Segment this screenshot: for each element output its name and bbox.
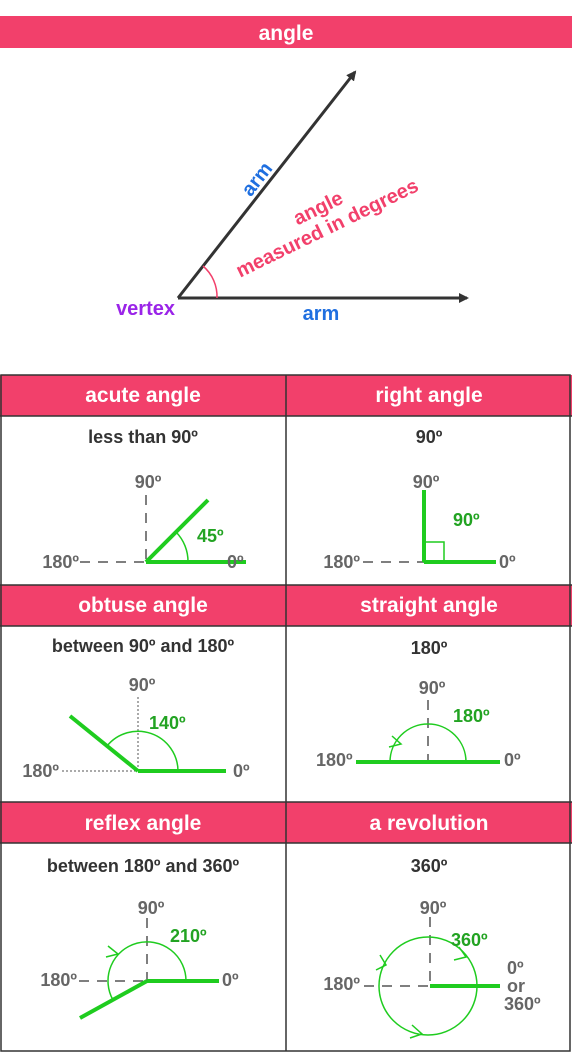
obtuse-label-180: 180º (22, 761, 59, 781)
main-angle-arc (202, 265, 218, 299)
cell-header-revolution (286, 802, 572, 843)
acute-angle-value: 45º (197, 526, 224, 546)
obtuse-title: obtuse angle (78, 594, 208, 617)
obtuse-angle-arc (106, 730, 179, 772)
acute-title: acute angle (85, 384, 201, 407)
revolution-arrow-left (375, 954, 388, 971)
obtuse-label-90: 90º (129, 675, 156, 695)
revolution-label-360: 360º (504, 994, 541, 1014)
revolution-label-0: 0º (507, 958, 524, 978)
straight-arc-arrow (388, 735, 403, 748)
revolution-angle-value: 360º (451, 930, 488, 950)
cell-header-obtuse (0, 585, 286, 626)
right-description: 90º (416, 427, 443, 447)
obtuse-angle-value: 140º (149, 713, 186, 733)
right-angle-square (423, 541, 445, 563)
obtuse-description: between 90º and 180º (52, 636, 235, 656)
revolution-title: a revolution (369, 812, 488, 835)
revolution-arrow-top (453, 946, 468, 961)
straight-angle-value: 180º (453, 706, 490, 726)
right-angle-value: 90º (453, 510, 480, 530)
obtuse-angle-figure: 90º 180º 0º 140º (22, 675, 250, 781)
cell-header-reflex (0, 802, 286, 843)
straight-title: straight angle (360, 594, 498, 617)
right-title: right angle (375, 384, 482, 407)
cell-header-acute (0, 375, 286, 416)
reflex-title: reflex angle (85, 812, 202, 835)
header-banner (0, 16, 572, 48)
revolution-arrow-bottom (409, 1024, 424, 1039)
revolution-label-90: 90º (420, 898, 447, 918)
reflex-label-180: 180º (40, 970, 77, 990)
bottom-arm-label: arm (303, 303, 340, 325)
acute-arm-diagonal (144, 498, 210, 564)
reflex-angle-value: 210º (170, 926, 207, 946)
right-label-0: 0º (499, 552, 516, 572)
cell-header-straight (286, 585, 572, 626)
revolution-figure: 90º 180º 0º or 360º 360º (323, 898, 541, 1039)
straight-label-180: 180º (316, 750, 353, 770)
acute-description: less than 90º (88, 427, 198, 447)
straight-angle-figure: 90º 180º 0º 180º (316, 678, 521, 770)
reflex-description: between 180º and 360º (47, 856, 240, 876)
reflex-angle-figure: 90º 180º 0º 210º (40, 898, 239, 1020)
reflex-angle-arc (107, 941, 187, 1001)
acute-angle-figure: 90º 180º 0º 45º (42, 472, 246, 572)
cell-header-right (286, 375, 572, 416)
revolution-label-180: 180º (323, 974, 360, 994)
main-angle-diagram: arm arm angle measured in degrees vertex (116, 70, 469, 325)
acute-label-90: 90º (135, 472, 162, 492)
straight-description: 180º (411, 638, 448, 658)
acute-label-0: 0º (227, 552, 244, 572)
acute-label-180: 180º (42, 552, 79, 572)
reflex-label-0: 0º (222, 970, 239, 990)
straight-label-0: 0º (504, 750, 521, 770)
vertex-label: vertex (116, 298, 175, 320)
right-angle-figure: 90º 180º 0º 90º (323, 472, 516, 572)
obtuse-arm-diagonal (68, 714, 140, 773)
top-arm-line (176, 70, 357, 299)
straight-label-90: 90º (419, 678, 446, 698)
obtuse-label-0: 0º (233, 761, 250, 781)
reflex-arc-arrow (105, 945, 120, 958)
angle-types-grid: acute angle right angle obtuse angle str… (0, 374, 572, 1052)
revolution-description: 360º (411, 856, 448, 876)
header-title: angle (259, 22, 314, 45)
right-label-90: 90º (413, 472, 440, 492)
acute-angle-arc (175, 531, 189, 563)
right-label-180: 180º (323, 552, 360, 572)
revolution-label-or: or (507, 976, 525, 996)
reflex-label-90: 90º (138, 898, 165, 918)
